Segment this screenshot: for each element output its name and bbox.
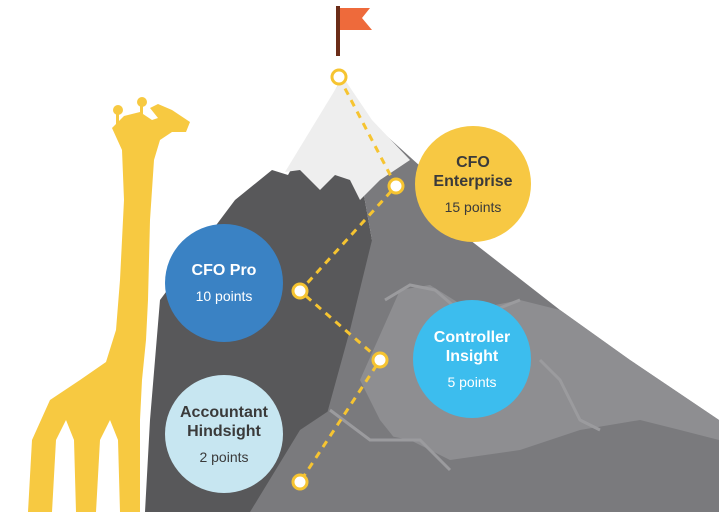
tier-name: CFO Pro <box>191 262 257 279</box>
tier-points: 15 points <box>444 198 502 215</box>
tier-name: Controller Insight <box>433 328 511 365</box>
tier-cfo-enterprise: CFO Enterprise 15 points <box>415 126 531 242</box>
tier-controller-insight: Controller Insight 5 points <box>413 300 531 418</box>
waypoint-ring-icon <box>291 282 309 300</box>
summit-flag-icon <box>336 6 372 56</box>
waypoint-ring-icon <box>330 68 348 86</box>
snow-cap <box>285 80 410 200</box>
tier-points: 5 points <box>447 373 497 390</box>
waypoint-ring-icon <box>387 177 405 195</box>
tier-points: 10 points <box>195 288 253 304</box>
tier-name: CFO Enterprise <box>433 153 513 190</box>
ridge-line <box>329 408 452 472</box>
ridge-line <box>538 358 601 432</box>
waypoint-ring-icon <box>371 351 389 369</box>
tier-points: 2 points <box>199 448 249 465</box>
tier-accountant-hindsight: Accountant Hindsight 2 points <box>165 375 283 493</box>
giraffe-illustration <box>28 97 190 512</box>
waypoint-ring-icon <box>291 473 309 491</box>
mountain-front-ridge <box>250 410 719 512</box>
tier-name: Accountant Hindsight <box>180 403 268 440</box>
tier-cfo-pro: CFO Pro 10 points <box>165 224 283 342</box>
